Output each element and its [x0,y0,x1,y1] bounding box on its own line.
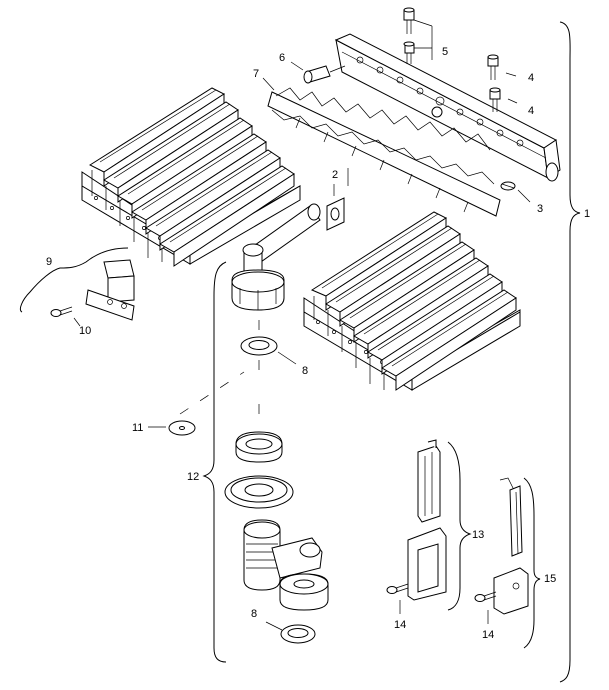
callout-9: 9 [46,256,52,268]
screw-4a [487,54,499,80]
electrode-15 [499,477,523,557]
restrictor-11 [168,420,196,436]
gas-pipe-elbow [231,203,321,311]
callout-5: 5 [442,46,448,58]
gas-valve-connector [243,519,329,611]
burner-assembly-right [303,211,521,391]
screw-5b [403,41,415,64]
callout-11: 11 [132,422,143,434]
nipple-6 [303,65,346,84]
bracket-1 [559,21,581,683]
callout-12: 12 [187,471,199,483]
assembly-axis-2 [179,371,245,415]
leader-8-upper [277,351,297,365]
callout-13: 13 [472,529,484,541]
leader-6 [290,61,304,71]
mounting-bracket-9 [85,259,135,321]
callout-6: 6 [279,52,285,64]
screw-5a [403,7,415,34]
callout-4b: 4 [528,105,534,117]
callout-2: 2 [332,169,338,181]
gasket-2 [326,197,345,231]
arrow-4a [505,72,517,77]
bracket-9 [19,247,129,313]
screw-10 [50,306,73,317]
callout-8a: 8 [302,365,308,377]
bracket-13 [447,441,472,611]
screw-14a [386,583,409,594]
screw-4b [489,87,501,112]
callout-7: 7 [253,68,259,80]
manifold-bar [334,33,561,182]
burner-assembly-left [81,87,301,267]
screw-14b [474,591,497,602]
electrode-13 [417,439,441,523]
leader-3 [517,189,531,203]
union-nut [235,431,283,463]
bracket-12 [202,261,227,663]
callout-4a: 4 [528,72,534,84]
arrow-4b [507,98,518,104]
callout-14b: 14 [482,629,494,641]
callout-8b: 8 [251,608,257,620]
bracket-15 [523,477,541,649]
callout-3: 3 [537,203,543,215]
callout-15: 15 [544,573,556,585]
leader-10 [73,317,81,327]
callout-14a: 14 [394,619,406,631]
spreader-strip-7 [267,87,501,217]
electrode-bracket-15 [493,567,529,615]
washer-8-lower [280,624,316,644]
injector-3 [500,181,516,191]
flange-seal [224,475,294,509]
callout-1: 1 [584,208,590,220]
leader-8-lower [265,621,283,631]
electrode-bracket-13 [407,527,447,601]
callout-10: 10 [79,325,91,337]
leader-7 [262,77,275,91]
leader-5 [413,19,433,49]
washer-8-upper [240,336,278,356]
